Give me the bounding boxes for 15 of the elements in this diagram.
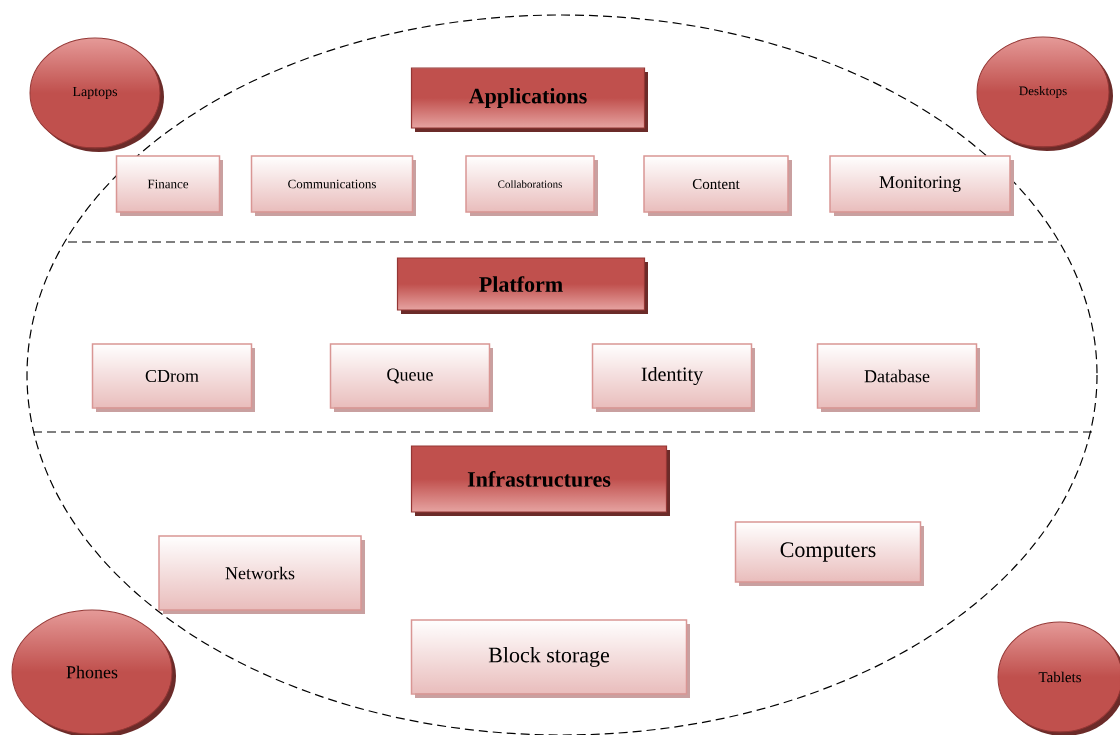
category-box: CDrom: [91, 343, 255, 412]
category-box: Finance: [115, 155, 223, 216]
category-box: Queue: [329, 343, 493, 412]
section-header-box: Infrastructures: [410, 445, 670, 516]
category-box: Content: [643, 155, 792, 216]
category-box: Computers: [734, 521, 924, 586]
category-box: Identity: [591, 343, 755, 412]
section-header-box: Platform: [396, 257, 648, 314]
category-box: Database: [816, 343, 980, 412]
category-box: Communications: [250, 155, 416, 216]
category-box: Block storage: [410, 619, 690, 698]
section-header-box: Applications: [410, 67, 648, 132]
category-box: Collaborations: [465, 155, 598, 216]
category-box: Monitoring: [829, 155, 1014, 216]
category-box: Networks: [158, 535, 365, 614]
